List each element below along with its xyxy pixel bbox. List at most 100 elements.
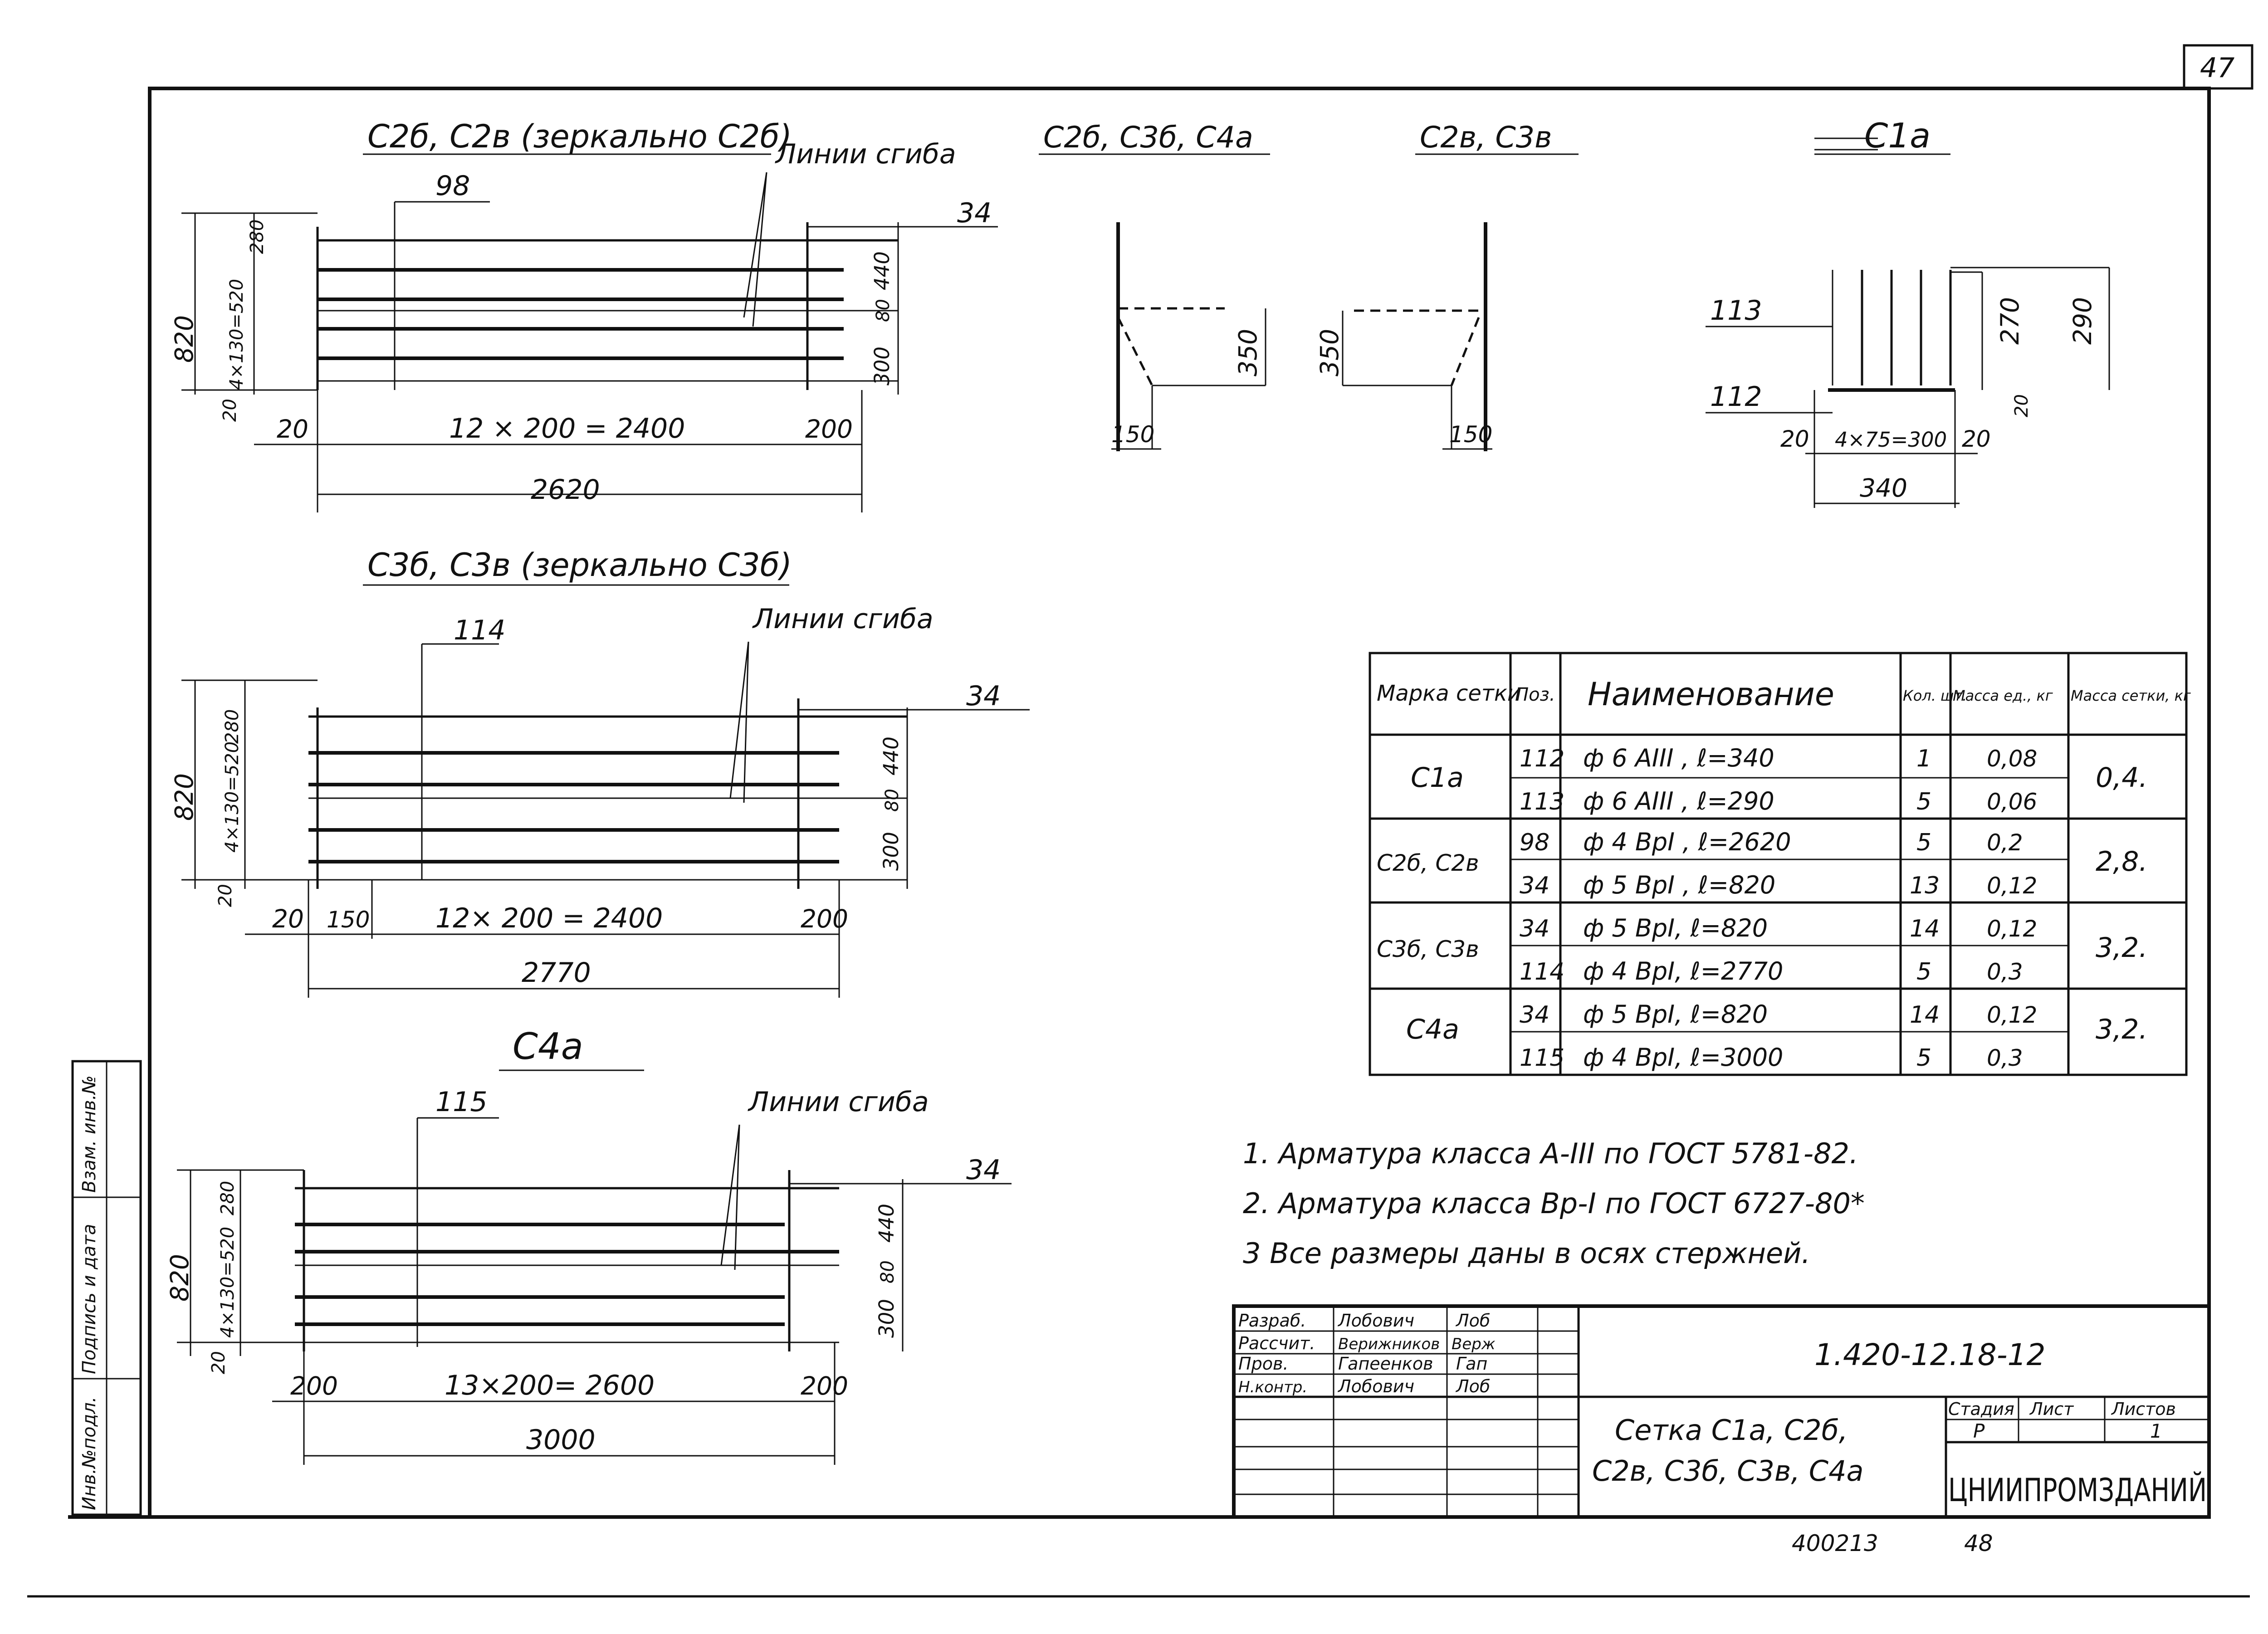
view-c4a-dim-200r: 200 (801, 1371, 848, 1400)
view-c1a-dim-20l: 20 (1780, 426, 1809, 452)
side-stamp: Инв.№подл. Подпись и дата Взам. инв.№ (71, 1060, 142, 1516)
view-c3b-dim-total: 2770 (522, 957, 591, 989)
table-grid-mass-c3b: 3,2. (2096, 932, 2148, 964)
table-row-mass: 0,12 (1987, 1002, 2037, 1028)
view-c1a-dim-spacing: 4×75=300 (1835, 428, 1947, 452)
table-grid-mass-c1a: 0,4. (2096, 762, 2148, 794)
view-c1a-dim-290: 290 (2068, 297, 2097, 345)
table-mark-c3b: С3б, С3в (1377, 936, 1479, 962)
table-row-mass: 0,2 (1987, 829, 2023, 856)
tb-signature-2: Гап (1456, 1354, 1487, 1374)
view-c1a-pos-112: 112 (1710, 381, 1762, 413)
section2-dim-350: 350 (1315, 329, 1344, 376)
section-c2v-c3v: С2в, С3в 350 150 (1315, 121, 1579, 451)
view-c1a-pos-113: 113 (1710, 295, 1762, 327)
side-stamp-inv: Инв.№подл. (79, 1396, 100, 1510)
table-header-mass-grid: Масса сетки, кг (2071, 687, 2191, 704)
section1-title: С2б, С3б, С4а (1043, 121, 1253, 155)
table-row-pos: 112 (1520, 745, 1564, 772)
view-c3b-title: С3б, С3в (зеркально С3б) (367, 546, 792, 584)
table-row-pos: 34 (1520, 872, 1549, 899)
tb-name-0: Лобович (1337, 1311, 1414, 1331)
section-c2b-c3b-c4a: С2б, С3б, С4а 350 150 (1039, 121, 1270, 451)
bottom-note: 400213 (1792, 1530, 1878, 1556)
view-c2b-dim-spacing-b: 12 × 200 = 2400 (449, 413, 685, 444)
tb-sheets: 1 (2150, 1420, 2162, 1442)
side-stamp-replace: Взам. инв.№ (79, 1075, 100, 1193)
view-c4a-dim-200l: 200 (290, 1371, 338, 1400)
view-c3b-dim-80: 80 (882, 789, 903, 812)
note-3: 3 Все размеры даны в осях стержней. (1243, 1237, 1810, 1270)
view-c2b-dim-80: 80 (873, 299, 894, 322)
tb-stage: Р (1973, 1420, 1985, 1442)
view-c2b-title: С2б, С2в (зеркально С2б) (367, 118, 792, 155)
table-row-name: ф 5 ВрI, ℓ=820 (1583, 914, 1768, 942)
view-c3b-dim-820: 820 (170, 773, 199, 821)
view-c3b-dim-280: 280 (222, 709, 243, 744)
view-c4a-pos-34: 34 (966, 1154, 1001, 1186)
section2-title: С2в, С3в (1420, 121, 1552, 155)
table-mark-c4a: С4а (1406, 1014, 1459, 1045)
view-c2b-dim-440: 440 (870, 251, 894, 290)
view-c3b-pos-114: 114 (454, 615, 506, 646)
table-row-qty: 5 (1916, 788, 1931, 815)
table-mark-c2b: С2б, С2в (1377, 850, 1479, 876)
view-c4a: С4а Линии сгиба 115 34 820 4×130=520 280… (165, 1025, 1012, 1465)
view-c2b-dim-20: 20 (220, 399, 240, 422)
table-row-name: ф 5 ВрI , ℓ=820 (1583, 871, 1775, 899)
view-c4a-dim-spacing-b: 13×200= 2600 (445, 1370, 655, 1401)
tb-role-1: Рассчит. (1238, 1333, 1315, 1353)
table-row-name: ф 4 ВрI , ℓ=2620 (1583, 828, 1791, 856)
table-grid-mass-c4a: 3,2. (2096, 1014, 2148, 1045)
table-row-name: ф 4 ВрI, ℓ=3000 (1583, 1043, 1783, 1072)
table-row-pos: 114 (1520, 958, 1564, 985)
table-row-pos: 34 (1520, 915, 1549, 942)
section1-dim-150: 150 (1111, 421, 1154, 448)
page-number: 47 (2200, 52, 2234, 84)
table-row-qty: 5 (1916, 958, 1931, 985)
note-2: 2. Арматура класса Вр-I по ГОСТ 6727-80* (1243, 1187, 1865, 1220)
tb-title-line2: С2в, С3б, С3в, С4а (1592, 1454, 1864, 1488)
outer-frame (148, 87, 2211, 1519)
view-c2b: С2б, С2в (зеркально С2б) Линии сгиба 98 … (170, 118, 998, 512)
bottom-page: 48 (1964, 1530, 1993, 1556)
table-mark-c1a: С1а (1411, 762, 1464, 794)
view-c4a-dim-20: 20 (208, 1351, 229, 1374)
table-row-name: ф 6 АIII , ℓ=290 (1583, 787, 1774, 815)
spec-table: Марка сетки Поз. Наименование Кол. шт. М… (1369, 652, 2191, 1076)
title-block: Разраб. Рассчит. Пров. Н.контр. Лобович … (1232, 1304, 2211, 1519)
table-header-mass-unit: Масса ед., кг (1953, 687, 2053, 704)
tb-name-2: Гапеенков (1338, 1354, 1433, 1374)
view-c3b-dim-spacing-b: 12× 200 = 2400 (435, 902, 663, 934)
view-c2b-bend-label: Линии сгиба (775, 138, 956, 170)
tb-signature-3: Лоб (1455, 1376, 1490, 1396)
view-c3b-dim-150: 150 (327, 907, 370, 933)
view-c2b-pos-34: 34 (957, 197, 992, 229)
table-header-mark: Марка сетки (1377, 681, 1521, 706)
view-c2b-dim-total: 2620 (531, 474, 600, 506)
tb-signature-1: Верж (1452, 1335, 1496, 1353)
tb-col-sheet: Лист (2029, 1399, 2074, 1419)
view-c1a-dim-20: 20 (2011, 394, 2032, 417)
view-c1a: С1а 113 112 270 290 20 20 4×75=300 20 34… (1706, 116, 2110, 508)
table-header-name: Наименование (1588, 676, 1834, 713)
view-c4a-dim-total: 3000 (526, 1424, 596, 1456)
view-c4a-dim-280: 280 (217, 1181, 238, 1215)
table-row-name: ф 5 ВрI, ℓ=820 (1583, 1000, 1768, 1029)
view-c1a-dim-340: 340 (1860, 473, 1907, 502)
tb-role-3: Н.контр. (1238, 1378, 1307, 1396)
tb-title-line1: Сетка С1а, С2б, (1615, 1414, 1848, 1447)
table-header-pos: Поз. (1515, 684, 1555, 705)
view-c2b-dim-20b: 20 (277, 415, 308, 444)
page-number-box (2183, 44, 2253, 90)
table-row-qty: 14 (1910, 1001, 1940, 1029)
view-c1a-dim-20r: 20 (1962, 426, 1991, 452)
view-c3b-dim-20: 20 (215, 884, 236, 907)
view-c4a-dim-spacing: 4×130=520 (217, 1227, 238, 1338)
view-c2b-pos-98: 98 (435, 170, 470, 202)
tb-col-sheets: Листов (2111, 1399, 2176, 1419)
view-c1a-dim-270: 270 (1995, 297, 2024, 345)
table-row-mass: 0,08 (1987, 746, 2037, 772)
section2-dim-150: 150 (1449, 421, 1492, 448)
tb-col-stage: Стадия (1948, 1399, 2014, 1419)
